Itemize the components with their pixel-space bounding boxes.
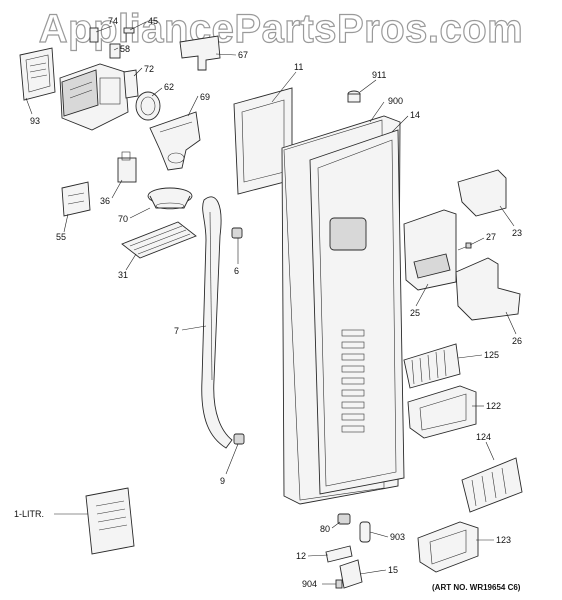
label-23[interactable]: 23 [512, 228, 522, 238]
label-125[interactable]: 125 [484, 350, 499, 360]
label-11[interactable]: 11 [294, 62, 303, 72]
part-55-bracket[interactable] [61, 181, 91, 217]
label-122[interactable]: 122 [486, 401, 501, 411]
label-62[interactable]: 62 [164, 82, 174, 92]
part-124-basket[interactable] [461, 457, 523, 513]
label-67[interactable]: 67 [238, 50, 248, 60]
label-69[interactable]: 69 [200, 92, 210, 102]
part-27-screw[interactable] [457, 242, 472, 251]
label-31[interactable]: 31 [118, 270, 128, 280]
part-904-screw[interactable] [322, 579, 343, 589]
part-14-gasket[interactable] [309, 129, 405, 495]
part-903-cylinder[interactable] [359, 521, 371, 543]
label-25[interactable]: 25 [410, 308, 420, 318]
label-904[interactable]: 904 [302, 579, 317, 589]
label-9[interactable]: 9 [220, 476, 225, 486]
part-31-grille[interactable] [121, 221, 197, 259]
label-15[interactable]: 15 [388, 565, 398, 575]
label-903[interactable]: 903 [390, 532, 405, 542]
part-12-bracket[interactable] [325, 545, 353, 563]
part-122-bin[interactable] [407, 385, 477, 439]
label-58[interactable]: 58 [120, 44, 130, 54]
label-12[interactable]: 12 [296, 551, 306, 561]
part-25-bin[interactable] [403, 209, 457, 291]
label-1-litr[interactable]: 1-LITR. [14, 509, 44, 519]
part-69-chute[interactable] [149, 111, 201, 171]
label-124[interactable]: 124 [476, 432, 491, 442]
label-6[interactable]: 6 [234, 266, 239, 276]
part-74-clip[interactable] [89, 27, 99, 43]
label-55[interactable]: 55 [56, 232, 66, 242]
label-36[interactable]: 36 [100, 196, 110, 206]
label-26[interactable]: 26 [512, 336, 522, 346]
part-80-screw[interactable] [337, 513, 351, 525]
part-ice-dispenser-housing[interactable] [59, 63, 129, 131]
art-number: (ART NO. WR19654 C6) [432, 583, 521, 592]
part-26-bin[interactable] [455, 257, 521, 321]
part-labels: 74 45 58 67 72 62 69 93 11 911 900 14 36… [14, 16, 522, 589]
part-72-bracket[interactable] [123, 69, 139, 99]
label-45[interactable]: 45 [148, 16, 158, 26]
part-15-block[interactable] [339, 559, 363, 589]
label-7[interactable]: 7 [174, 326, 179, 336]
part-70-funnel[interactable] [147, 187, 193, 210]
part-6-screw[interactable] [231, 227, 243, 239]
label-72[interactable]: 72 [144, 64, 154, 74]
label-74[interactable]: 74 [108, 16, 118, 26]
part-123-bin[interactable] [417, 521, 479, 573]
part-23-cover[interactable] [457, 169, 507, 217]
part-62-ring[interactable] [135, 91, 161, 121]
label-93[interactable]: 93 [30, 116, 40, 126]
label-123[interactable]: 123 [496, 535, 511, 545]
leader-lines [25, 21, 517, 575]
part-58-spring[interactable] [109, 43, 121, 59]
part-9-screw[interactable] [233, 433, 245, 445]
part-93-panel[interactable] [19, 47, 56, 101]
label-14[interactable]: 14 [410, 110, 420, 120]
part-125-basket[interactable] [403, 343, 461, 389]
part-45-screw[interactable] [123, 27, 135, 42]
label-900[interactable]: 900 [388, 96, 403, 106]
label-911[interactable]: 911 [372, 70, 386, 80]
door-panel-slots [341, 329, 365, 433]
label-27[interactable]: 27 [486, 232, 496, 242]
label-70[interactable]: 70 [118, 214, 128, 224]
part-1-litr-manual[interactable] [85, 487, 135, 555]
part-36-switch[interactable] [117, 151, 137, 183]
part-7-handle[interactable] [201, 196, 233, 449]
part-911-cap[interactable] [347, 90, 361, 103]
part-67-bracket[interactable] [179, 35, 221, 71]
label-80[interactable]: 80 [320, 524, 330, 534]
